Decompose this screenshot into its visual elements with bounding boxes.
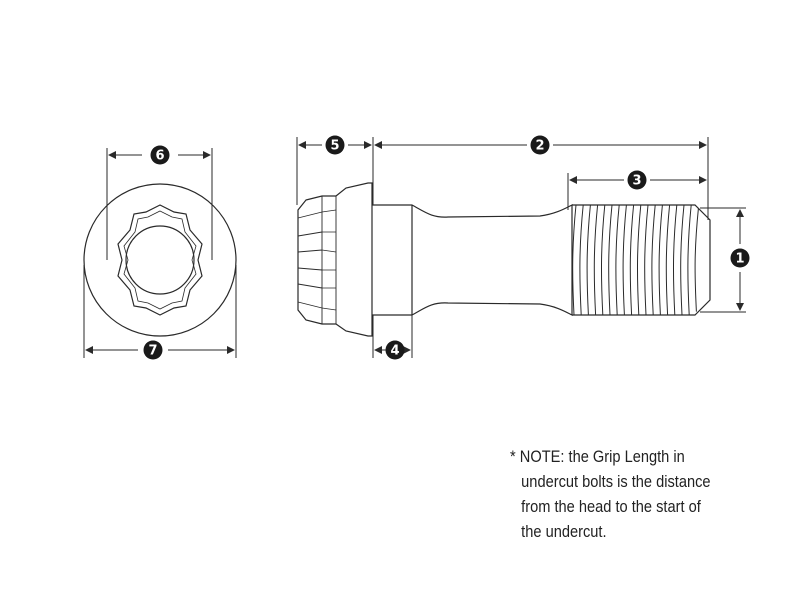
thread-line [680, 204, 685, 316]
note-line-4: the undercut. [521, 522, 607, 541]
dimension-7 [83, 265, 237, 358]
callout-4: 4 [385, 340, 405, 360]
thread-line [615, 204, 620, 316]
twelve-point-socket [117, 204, 203, 316]
callout-7: 7 [143, 340, 163, 360]
thread-line [651, 204, 656, 316]
note-line-2: undercut bolts is the distance [521, 472, 711, 491]
thread-line [687, 204, 692, 316]
thread-line [572, 204, 577, 316]
thread-line [658, 204, 663, 316]
bolt-shank [372, 204, 573, 316]
svg-text:5: 5 [330, 139, 339, 154]
callout-1: 1 [730, 248, 750, 268]
svg-text:4: 4 [390, 344, 399, 359]
dimension-5 [296, 137, 372, 205]
note-asterisk: * [510, 447, 516, 466]
head-outer-circle [83, 183, 237, 337]
end-view [83, 183, 237, 337]
svg-text:2: 2 [535, 139, 544, 154]
callout-2: 2 [530, 135, 550, 155]
dimension-6 [106, 148, 213, 260]
thread-line [637, 204, 642, 316]
thread-line [673, 204, 678, 316]
dimension-3 [567, 173, 707, 210]
callout-6: 6 [150, 145, 170, 165]
thread-line [608, 204, 613, 316]
grip-length-note: * NOTE: the Grip Length in undercut bolt… [510, 444, 742, 544]
svg-text:1: 1 [735, 252, 744, 267]
thread-line [622, 204, 627, 316]
callout-5: 5 [325, 135, 345, 155]
callout-3: 3 [627, 170, 647, 190]
thread-line [694, 208, 699, 312]
thread-line [586, 204, 591, 316]
thread-line [665, 204, 671, 316]
twelve-point-inner [123, 210, 197, 310]
thread-line [644, 204, 649, 316]
head-flutes [297, 196, 337, 324]
note-line-1: * NOTE: the Grip Length in [510, 447, 685, 466]
svg-text:3: 3 [632, 174, 641, 189]
head-facets [321, 209, 337, 311]
bolt-head [297, 182, 373, 337]
thread-line [593, 204, 599, 316]
svg-text:7: 7 [148, 344, 157, 359]
thread-line [629, 204, 635, 316]
svg-text:6: 6 [155, 149, 164, 164]
thread-line [601, 204, 606, 316]
note-line-3: from the head to the start of [521, 497, 701, 516]
bore-circle [125, 225, 195, 295]
dimension-2 [372, 137, 709, 220]
dimension-4 [372, 315, 413, 358]
dimension-1 [700, 207, 746, 313]
thread-line [579, 204, 584, 316]
threads [572, 204, 699, 316]
